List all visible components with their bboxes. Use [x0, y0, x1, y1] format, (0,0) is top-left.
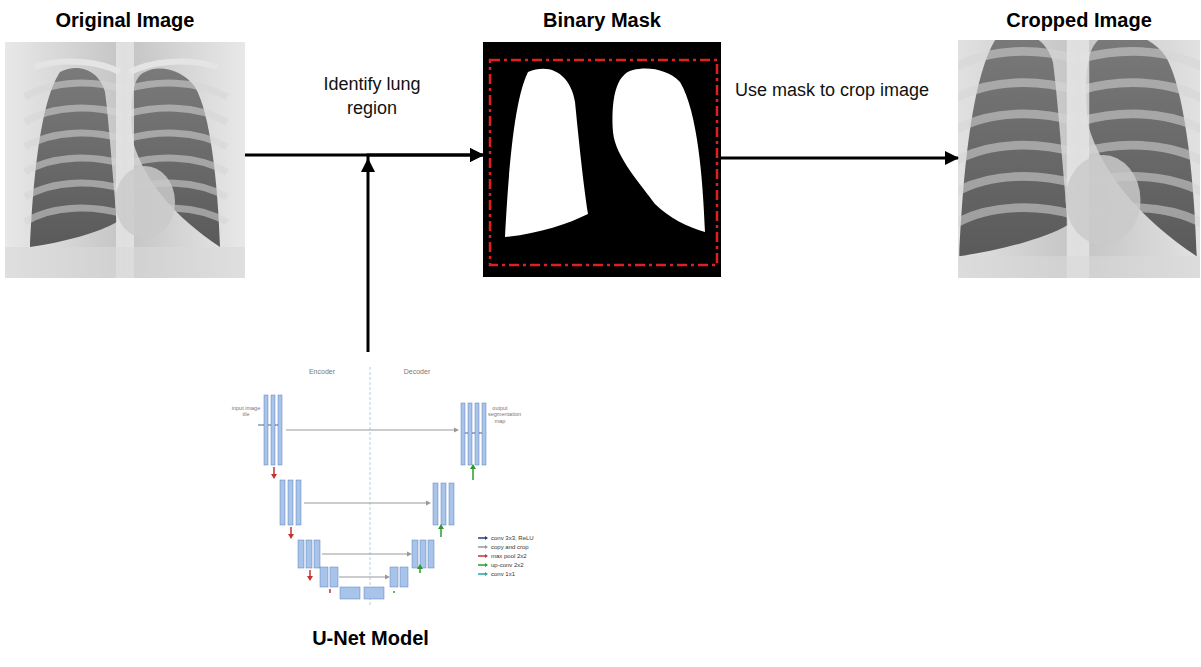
figure-label: output segmentation map [488, 405, 512, 424]
model-panel: U-Net Model [228, 352, 513, 657]
legend-sample [478, 544, 488, 550]
image-panel: Cropped Image [958, 8, 1200, 278]
binary-mask-image [483, 42, 721, 277]
legend-row: max pool 2x2 [478, 552, 527, 560]
legend-text: conv 1x1 [491, 570, 515, 578]
edge-label: Use mask to crop image [730, 78, 934, 102]
flow-arrow [368, 155, 483, 352]
panel-title: Binary Mask [483, 8, 721, 32]
edge-label: Identify lung region [295, 72, 449, 120]
image-panel: Binary Mask [483, 8, 721, 277]
legend-text: max pool 2x2 [491, 552, 527, 560]
original-xray [5, 42, 245, 278]
legend-sample [478, 535, 488, 541]
legend-text: copy and crop [491, 543, 529, 551]
legend-text: conv 3x3, ReLU [491, 534, 534, 542]
panel-title: U-Net Model [228, 626, 513, 650]
flow-arrow [721, 157, 958, 160]
unet-figure [258, 367, 486, 605]
legend-row: conv 1x1 [478, 570, 515, 578]
legend-row: up-conv 2x2 [478, 561, 524, 569]
legend-row: conv 3x3, ReLU [478, 534, 534, 542]
cropped-xray [958, 40, 1200, 278]
figure-label: input image tile [231, 405, 261, 418]
legend-row: copy and crop [478, 543, 529, 551]
legend-sample [478, 571, 488, 577]
figure-label: Decoder [395, 368, 439, 376]
panel-title: Cropped Image [958, 8, 1200, 32]
legend-sample [478, 562, 488, 568]
image-panel: Original Image [5, 8, 245, 278]
legend-sample [478, 553, 488, 559]
figure-label: Encoder [300, 368, 344, 376]
panel-title: Original Image [5, 8, 245, 32]
legend-text: up-conv 2x2 [491, 561, 524, 569]
